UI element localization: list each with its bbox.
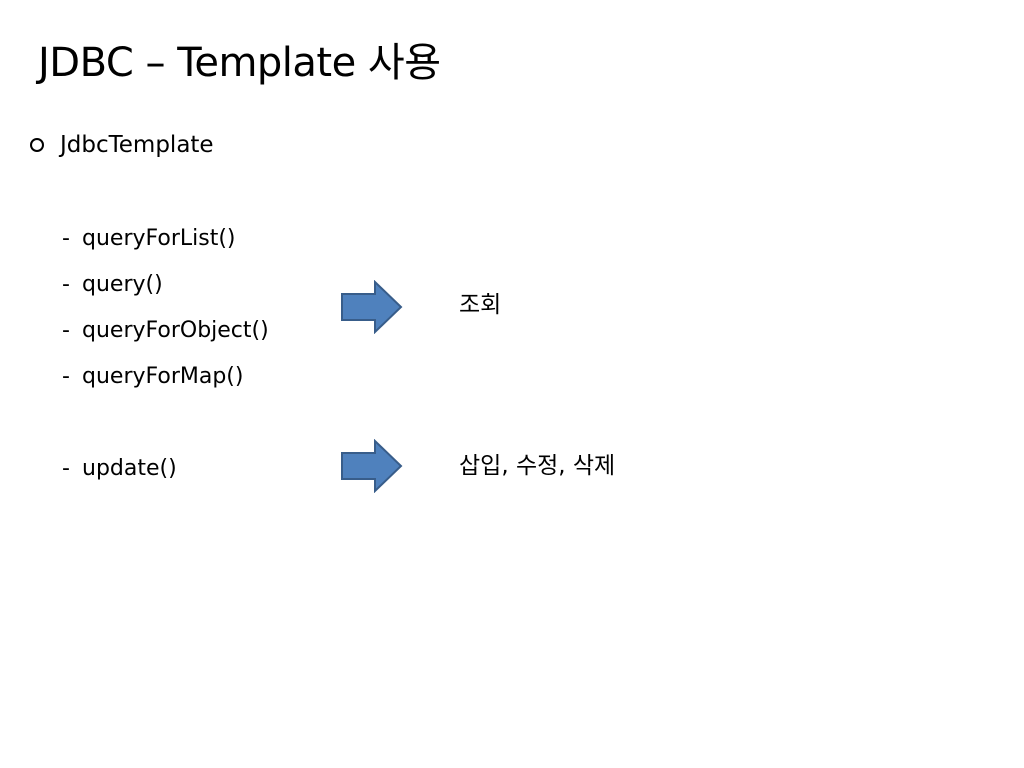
result-label-query: 조회	[459, 292, 502, 318]
result-label-update: 삽입, 수정, 삭제	[459, 453, 616, 479]
method-label: queryForObject()	[82, 318, 269, 343]
dash-marker: -	[62, 226, 70, 251]
method-item-query-for-list: -queryForList()	[62, 223, 236, 255]
dash-marker: -	[62, 364, 70, 389]
method-item-update: -update()	[62, 453, 177, 485]
method-label: queryForMap()	[82, 364, 244, 389]
slide-title: JDBC – Template 사용	[38, 40, 441, 86]
dash-marker: -	[62, 456, 70, 481]
right-arrow-icon	[341, 439, 403, 493]
method-item-query-for-object: -queryForObject()	[62, 315, 269, 347]
method-label: queryForList()	[82, 226, 236, 251]
bullet-label: JdbcTemplate	[60, 132, 214, 158]
method-label: update()	[82, 456, 177, 481]
dash-marker: -	[62, 318, 70, 343]
bullet-jdbctemplate: JdbcTemplate	[30, 128, 214, 162]
method-item-query: -query()	[62, 269, 163, 301]
right-arrow-icon	[341, 280, 403, 334]
hollow-circle-bullet-icon	[30, 138, 44, 152]
dash-marker: -	[62, 272, 70, 297]
method-label: query()	[82, 272, 163, 297]
method-item-query-for-map: -queryForMap()	[62, 361, 243, 393]
